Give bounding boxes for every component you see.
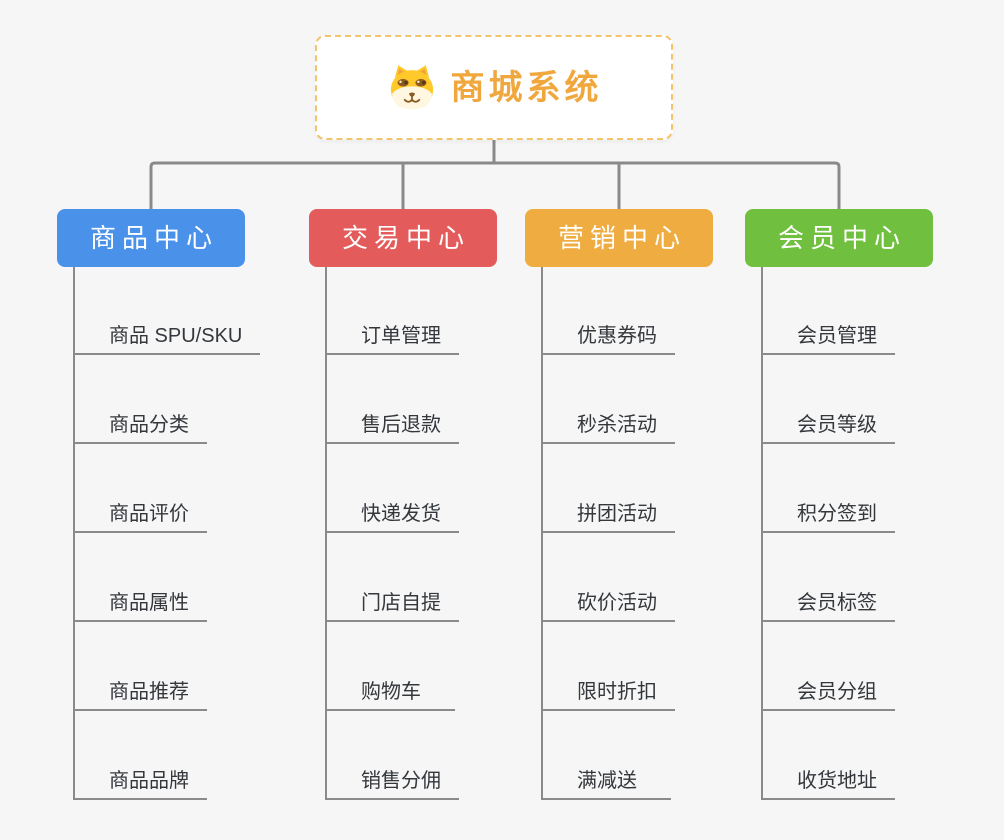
topic-node[interactable]: 拼团活动: [543, 444, 675, 533]
topic-node[interactable]: 会员标签: [763, 533, 895, 622]
topic-node[interactable]: 秒杀活动: [543, 355, 675, 444]
branch-label: 交易中心: [341, 223, 470, 253]
topic-node[interactable]: 商品属性: [75, 533, 207, 622]
topic-node[interactable]: 会员分组: [763, 622, 895, 711]
topic-label: 会员分组: [797, 681, 877, 703]
topic-label: 积分签到: [797, 503, 877, 525]
topic-node[interactable]: 会员等级: [763, 355, 895, 444]
branch-items: 会员管理 会员等级 积分签到 会员标签 会员分组 收货地址: [761, 267, 895, 800]
branch-items: 商品 SPU/SKU 商品分类 商品评价 商品属性 商品推荐 商品品牌: [73, 267, 261, 800]
topic-label: 商品品牌: [109, 770, 189, 792]
topic-node[interactable]: 购物车: [327, 622, 455, 711]
topic-node[interactable]: 商品推荐: [75, 622, 207, 711]
topic-node[interactable]: 商品品牌: [75, 711, 207, 800]
topic-node[interactable]: 售后退款: [327, 355, 459, 444]
topic-node[interactable]: 商品评价: [75, 444, 207, 533]
topic-label: 满减送: [577, 770, 637, 792]
topic-node[interactable]: 限时折扣: [543, 622, 675, 711]
branch-items: 订单管理 售后退款 快递发货 门店自提 购物车 销售分佣: [325, 267, 459, 800]
topic-label: 拼团活动: [577, 503, 657, 525]
topic-label: 销售分佣: [361, 770, 441, 792]
topic-label: 限时折扣: [577, 681, 657, 703]
branch-node[interactable]: 交易中心: [309, 209, 497, 267]
topic-node[interactable]: 销售分佣: [327, 711, 459, 800]
topic-node[interactable]: 积分签到: [763, 444, 895, 533]
topic-label: 砍价活动: [577, 592, 657, 614]
topic-label: 门店自提: [361, 592, 441, 614]
branch-node[interactable]: 商品中心: [57, 209, 245, 267]
root-title: 商城系统: [450, 68, 603, 107]
topic-label: 商品推荐: [109, 681, 189, 703]
topic-label: 商品评价: [109, 503, 189, 525]
topic-node[interactable]: 门店自提: [327, 533, 459, 622]
topic-label: 商品 SPU/SKU: [109, 325, 243, 347]
topic-label: 会员标签: [797, 592, 877, 614]
topic-node[interactable]: 砍价活动: [543, 533, 675, 622]
topic-label: 购物车: [361, 681, 421, 703]
topic-node[interactable]: 优惠券码: [543, 267, 675, 355]
topic-label: 秒杀活动: [577, 414, 657, 436]
topic-label: 优惠券码: [577, 325, 657, 347]
topic-label: 商品属性: [109, 592, 189, 614]
branch-label: 营销中心: [557, 223, 686, 253]
branch-node[interactable]: 会员中心: [745, 209, 933, 267]
topic-node[interactable]: 订单管理: [327, 267, 459, 355]
topic-node[interactable]: 商品 SPU/SKU: [75, 267, 261, 355]
topic-label: 订单管理: [361, 325, 441, 347]
topic-label: 快递发货: [361, 503, 441, 525]
root-node[interactable]: 商城系统: [315, 35, 673, 140]
topic-label: 会员等级: [797, 414, 877, 436]
topic-node[interactable]: 会员管理: [763, 267, 895, 355]
topic-node[interactable]: 商品分类: [75, 355, 207, 444]
topic-node[interactable]: 满减送: [543, 711, 671, 800]
branch-node[interactable]: 营销中心: [525, 209, 713, 267]
topic-node[interactable]: 收货地址: [763, 711, 895, 800]
topic-node[interactable]: 快递发货: [327, 444, 459, 533]
topic-label: 收货地址: [797, 770, 877, 792]
branch-items: 优惠券码 秒杀活动 拼团活动 砍价活动 限时折扣 满减送: [541, 267, 675, 800]
branch-label: 会员中心: [777, 223, 906, 253]
branch-label: 商品中心: [89, 223, 218, 253]
dog-face-icon: [390, 64, 433, 109]
topic-label: 商品分类: [109, 414, 189, 436]
topic-label: 会员管理: [797, 325, 877, 347]
topic-label: 售后退款: [361, 414, 441, 436]
